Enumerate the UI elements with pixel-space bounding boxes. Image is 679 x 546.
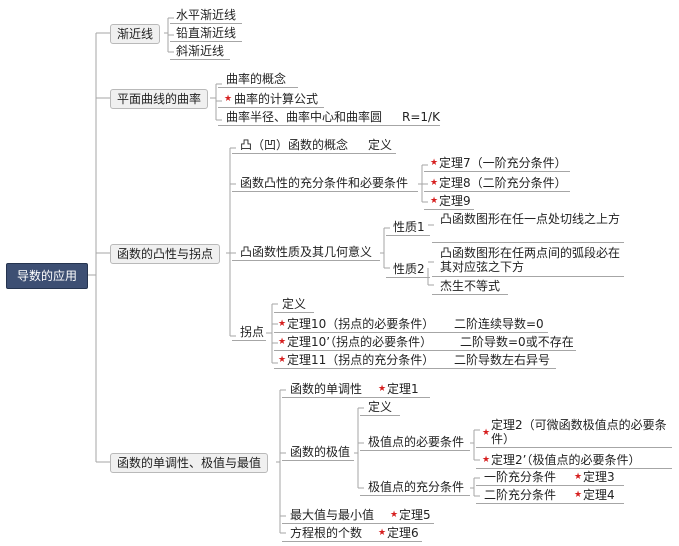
underline [360,450,470,451]
star-icon: ★ [574,490,583,500]
theorem-5[interactable]: 定理5 [399,508,431,522]
underline [232,191,418,192]
curvature-formula[interactable]: 曲率的计算公式 [234,92,319,106]
branch-curvature[interactable]: 平面曲线的曲率 [110,89,209,109]
underline [476,485,624,486]
inflection-definition[interactable]: 定义 [282,297,307,311]
underline [386,235,430,236]
theorem-2-prime[interactable]: 定理2’（极值点的必要条件） [491,453,641,467]
root-node[interactable]: 导数的应用 [6,263,88,289]
theorem-2[interactable]: 定理2（可微函数极值点的必要条件） [491,418,667,446]
underline [424,209,474,210]
star-icon: ★ [224,94,233,104]
underline [432,276,624,277]
second-order-condition[interactable]: 二阶充分条件 [484,488,557,502]
extreme-definition[interactable]: 定义 [368,400,393,414]
underline [232,260,380,261]
star-icon: ★ [390,510,399,520]
underline [232,340,266,341]
underline [432,294,508,295]
star-icon: ★ [574,472,583,482]
oblique-asymptote[interactable]: 斜渐近线 [176,44,225,58]
theorem-10-prime-note[interactable]: 二阶导数=0或不存在 [460,335,574,349]
branch-monotonicity[interactable]: 函数的单调性、极值与最值 [110,453,269,473]
underline [170,23,242,24]
underline [282,460,354,461]
underline [274,332,548,333]
curvature-concept[interactable]: 曲率的概念 [226,72,287,86]
property-2-text[interactable]: 凸函数图形在任两点间的弧段必在其对应弦之下方 [440,246,621,274]
theorem-10-note[interactable]: 二阶连续导数=0 [454,317,544,331]
underline [424,191,570,192]
underline [476,503,624,504]
property-2[interactable]: 性质2 [393,262,425,276]
underline [274,350,576,351]
convex-definition[interactable]: 定义 [368,138,393,152]
star-icon: ★ [278,355,287,365]
star-icon: ★ [278,337,287,347]
convex-properties[interactable]: 凸函数性质及其几何意义 [240,245,373,259]
theorem-9[interactable]: 定理9 [439,194,471,208]
underline [274,368,556,369]
theorem-7[interactable]: 定理7（一阶充分条件） [439,156,567,170]
inflection-point[interactable]: 拐点 [240,325,265,339]
star-icon: ★ [482,428,491,438]
theorem-11[interactable]: 定理11（拐点的充分条件） [287,353,435,367]
theorem-8[interactable]: 定理8（二阶充分条件） [439,176,567,190]
branch-asymptote[interactable]: 渐近线 [110,24,161,44]
underline [282,541,422,542]
equation-roots[interactable]: 方程根的个数 [290,526,363,540]
underline [386,277,430,278]
convex-concept[interactable]: 凸（凹）函数的概念 [240,138,349,152]
theorem-4[interactable]: 定理4 [583,488,615,502]
jensen-inequality[interactable]: 杰生不等式 [440,279,501,293]
underline [170,59,230,60]
star-icon: ★ [430,196,439,206]
underline [432,242,624,243]
star-icon: ★ [378,528,387,538]
underline [282,397,430,398]
theorem-10[interactable]: 定理10（拐点的必要条件） [287,317,435,331]
underline [476,468,672,469]
underline [170,41,242,42]
curvature-radius[interactable]: 曲率半径、曲率中心和曲率圆 [226,110,383,124]
underline [218,87,298,88]
theorem-11-note[interactable]: 二阶导数左右异号 [454,353,551,367]
curvature-radius-formula[interactable]: R=1/K [402,110,440,124]
vertical-asymptote[interactable]: 铅直渐近线 [176,26,237,40]
underline [282,523,434,524]
horizontal-asymptote[interactable]: 水平渐近线 [176,8,237,22]
property-1[interactable]: 性质1 [393,220,425,234]
underline [232,153,396,154]
branch-convexity[interactable]: 函数的凸性与拐点 [110,244,221,264]
necessary-condition[interactable]: 极值点的必要条件 [368,435,465,449]
underline [424,171,570,172]
theorem-6[interactable]: 定理6 [387,526,419,540]
sufficient-condition[interactable]: 极值点的充分条件 [368,480,465,494]
monotonicity[interactable]: 函数的单调性 [290,382,363,396]
star-icon: ★ [430,158,439,168]
max-min-values[interactable]: 最大值与最小值 [290,508,375,522]
underline [476,447,672,448]
convex-conditions[interactable]: 函数凸性的充分条件和必要条件 [240,176,409,190]
underline [274,312,314,313]
underline [360,415,400,416]
first-order-condition[interactable]: 一阶充分条件 [484,470,557,484]
property-1-text[interactable]: 凸函数图形在任一点处切线之上方 [440,212,621,226]
theorem-10-prime[interactable]: 定理10’（拐点的必要条件） [287,335,433,349]
underline [360,495,470,496]
star-icon: ★ [278,319,287,329]
extreme-values[interactable]: 函数的极值 [290,445,351,459]
star-icon: ★ [482,455,491,465]
underline [218,125,440,126]
star-icon: ★ [378,384,387,394]
theorem-1[interactable]: 定理1 [387,382,419,396]
star-icon: ★ [430,178,439,188]
theorem-3[interactable]: 定理3 [583,470,615,484]
underline [218,107,324,108]
